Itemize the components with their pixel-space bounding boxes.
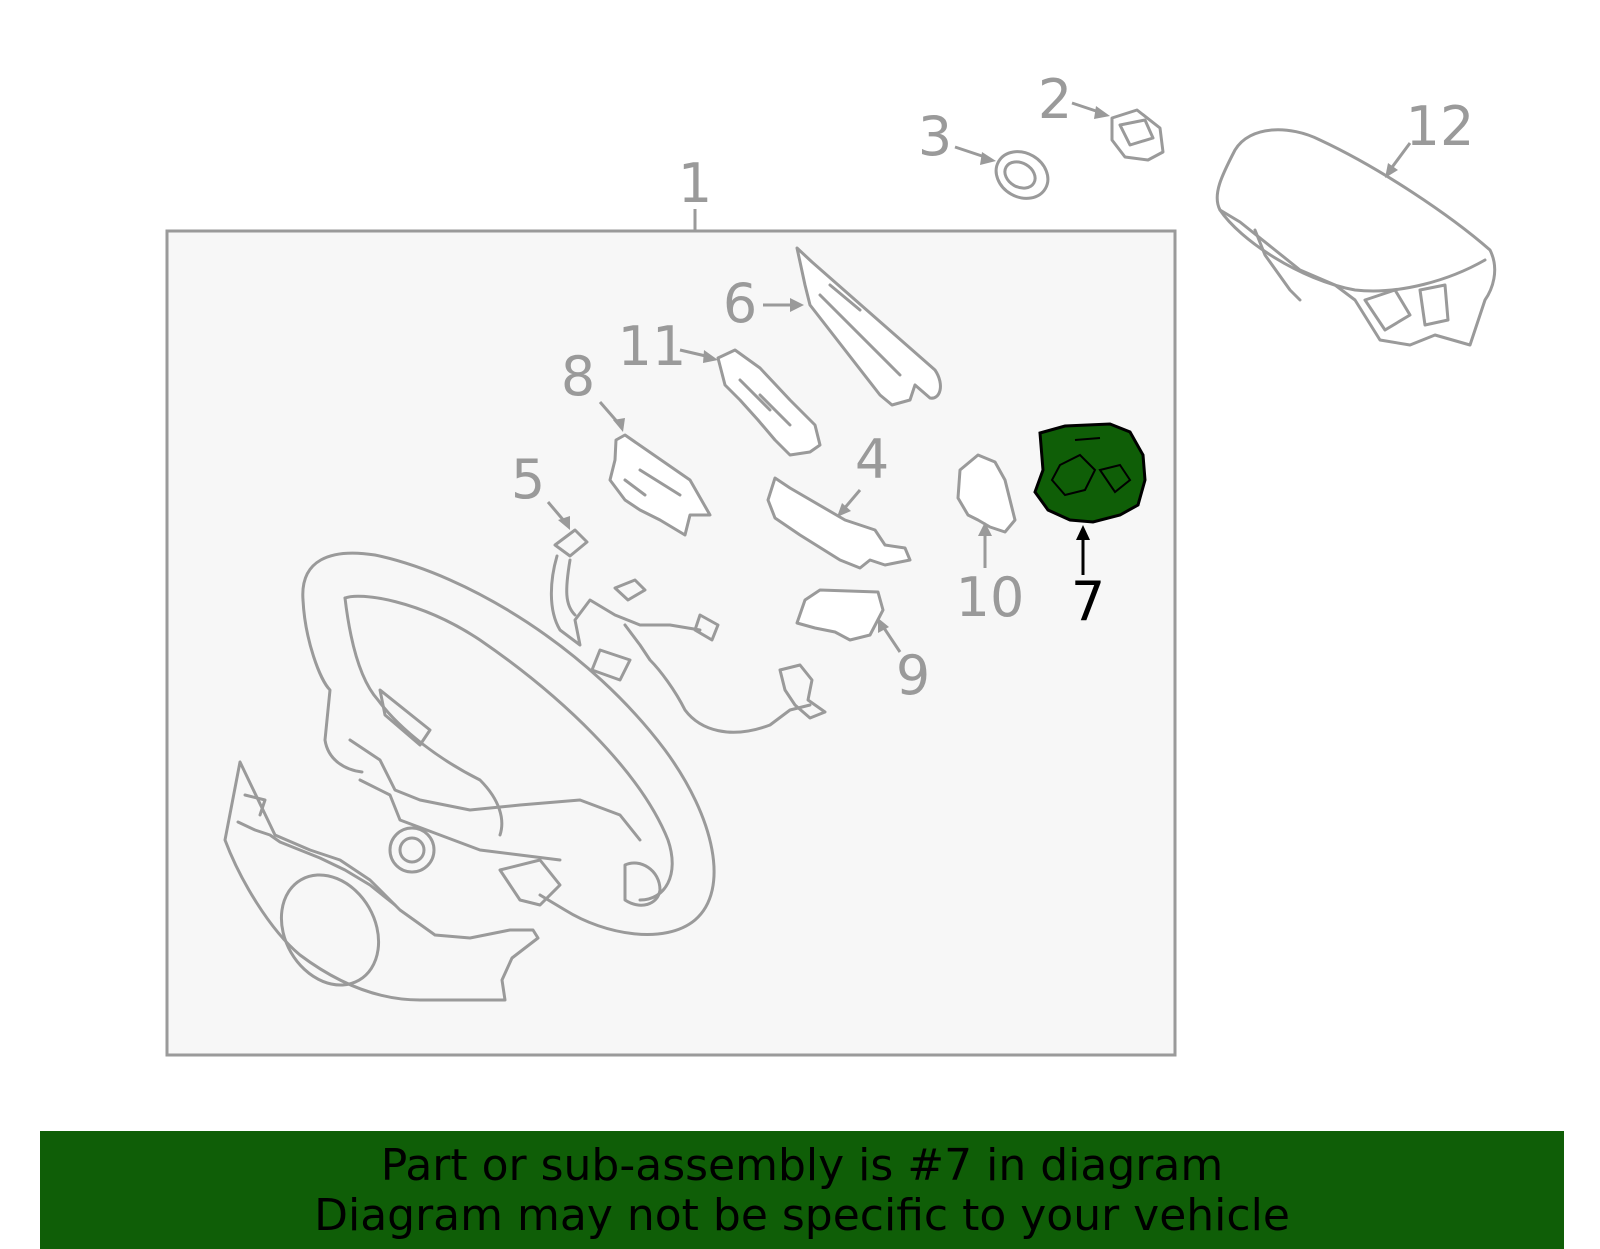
banner-line-2: Diagram may not be specific to your vehi… (314, 1190, 1290, 1241)
part-3-ring (994, 150, 1050, 200)
info-banner: Part or sub-assembly is #7 in diagram Di… (40, 1131, 1564, 1249)
wiring-harness (549, 528, 827, 734)
callout-9: 9 (896, 644, 930, 707)
callout-7: 7 (1071, 570, 1105, 633)
callout-11: 11 (618, 315, 687, 378)
part-2-nut (1110, 108, 1165, 162)
part-8-switch (608, 433, 712, 537)
steering-wheel (223, 551, 716, 1002)
part-7-highlighted (1033, 422, 1147, 524)
assembly-box (165, 229, 1177, 1057)
banner-line-1: Part or sub-assembly is #7 in diagram (380, 1140, 1224, 1191)
part-4-bracket (766, 476, 912, 570)
callout-8: 8 (561, 345, 595, 408)
callout-3: 3 (918, 105, 952, 168)
callout-12: 12 (1406, 95, 1475, 158)
callout-4: 4 (855, 428, 889, 491)
part-10-clip (956, 453, 1017, 534)
callout-2: 2 (1038, 68, 1072, 131)
callout-6: 6 (723, 272, 757, 335)
part-12-airbag (1215, 128, 1497, 347)
callout-5: 5 (511, 448, 545, 511)
part-9-switch (795, 588, 885, 642)
callout-10: 10 (956, 566, 1025, 629)
callout-1: 1 (678, 152, 712, 215)
